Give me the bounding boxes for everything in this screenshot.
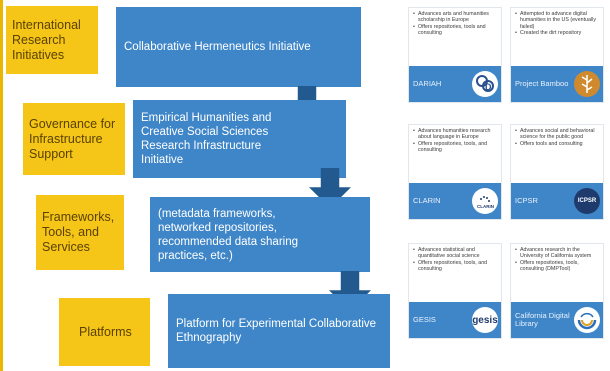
svg-text:D: D bbox=[485, 82, 492, 92]
card-bullets: Attempted to advance digital humanities … bbox=[511, 8, 603, 37]
card-band: ICPSR ICPSR bbox=[511, 183, 603, 219]
step-platform: Platform for Experimental Collaborative … bbox=[168, 294, 390, 368]
category-governance: Governance for Infrastructure Support bbox=[23, 103, 125, 175]
card-band: California Digital Library bbox=[511, 302, 603, 338]
cdl-logo-icon bbox=[574, 307, 600, 333]
card-band: Project Bamboo bbox=[511, 66, 603, 102]
card-band: CLARIN CLARIN bbox=[409, 183, 501, 219]
step-hermeneutics: Collaborative Hermeneutics Initiative bbox=[116, 7, 361, 87]
gesis-logo-icon: gesis bbox=[472, 307, 498, 333]
card-bullets: Advances social and behavioral science f… bbox=[511, 125, 603, 148]
card-bullets: Advances arts and humanities scholarship… bbox=[409, 8, 501, 37]
card-california-digital-library: Advances research in the University of C… bbox=[510, 243, 604, 339]
clarin-logo-icon: CLARIN bbox=[472, 188, 498, 214]
dariah-logo-icon: D bbox=[472, 71, 498, 97]
category-frameworks: Frameworks, Tools, and Services bbox=[36, 195, 124, 270]
category-platforms: Platforms bbox=[59, 298, 150, 366]
card-icpsr: Advances social and behavioral science f… bbox=[510, 124, 604, 220]
card-band: GESIS gesis bbox=[409, 302, 501, 338]
card-bullets: Advances research in the University of C… bbox=[511, 244, 603, 273]
bamboo-logo-icon bbox=[574, 71, 600, 97]
icpsr-logo-icon: ICPSR bbox=[574, 188, 600, 214]
card-project-bamboo: Attempted to advance digital humanities … bbox=[510, 7, 604, 103]
left-accent-bar bbox=[0, 0, 3, 371]
card-band: DARIAH D bbox=[409, 66, 501, 102]
card-bullets: Advances humanities research about langu… bbox=[409, 125, 501, 154]
svg-text:CLARIN: CLARIN bbox=[477, 204, 494, 209]
card-gesis: Advances statistical and quantitative so… bbox=[408, 243, 502, 339]
card-dariah: Advances arts and humanities scholarship… bbox=[408, 7, 502, 103]
step-metadata: (metadata frameworks, networked reposito… bbox=[150, 197, 370, 272]
card-clarin: Advances humanities research about langu… bbox=[408, 124, 502, 220]
category-international: International Research Initiatives bbox=[6, 6, 98, 74]
step-empirical: Empirical Humanities and Creative Social… bbox=[133, 100, 346, 178]
card-bullets: Advances statistical and quantitative so… bbox=[409, 244, 501, 273]
